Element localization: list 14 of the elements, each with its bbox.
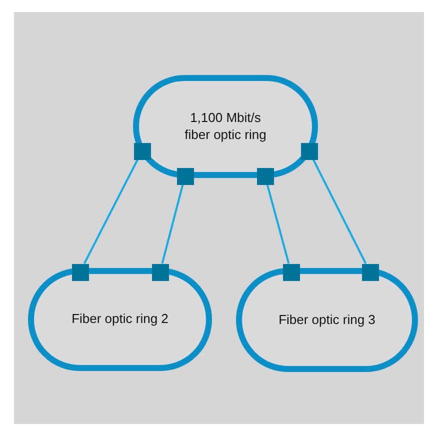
connector-square <box>362 264 378 280</box>
connector-square <box>152 264 168 280</box>
connector-square <box>72 264 88 280</box>
ring-label: Fiber optic ring 2 <box>72 311 168 328</box>
connector-square <box>176 168 194 184</box>
connector-square <box>256 168 274 184</box>
connector-square <box>282 264 300 280</box>
connector-line <box>266 184 290 264</box>
connector-line <box>161 184 184 264</box>
connector-line <box>312 159 367 264</box>
ring-label: Fiber optic ring 3 <box>278 312 376 328</box>
ring-label: 1,100 Mbit/s fiber optic ring <box>184 110 268 143</box>
connector-line <box>83 159 139 264</box>
ring-outline <box>133 75 318 178</box>
